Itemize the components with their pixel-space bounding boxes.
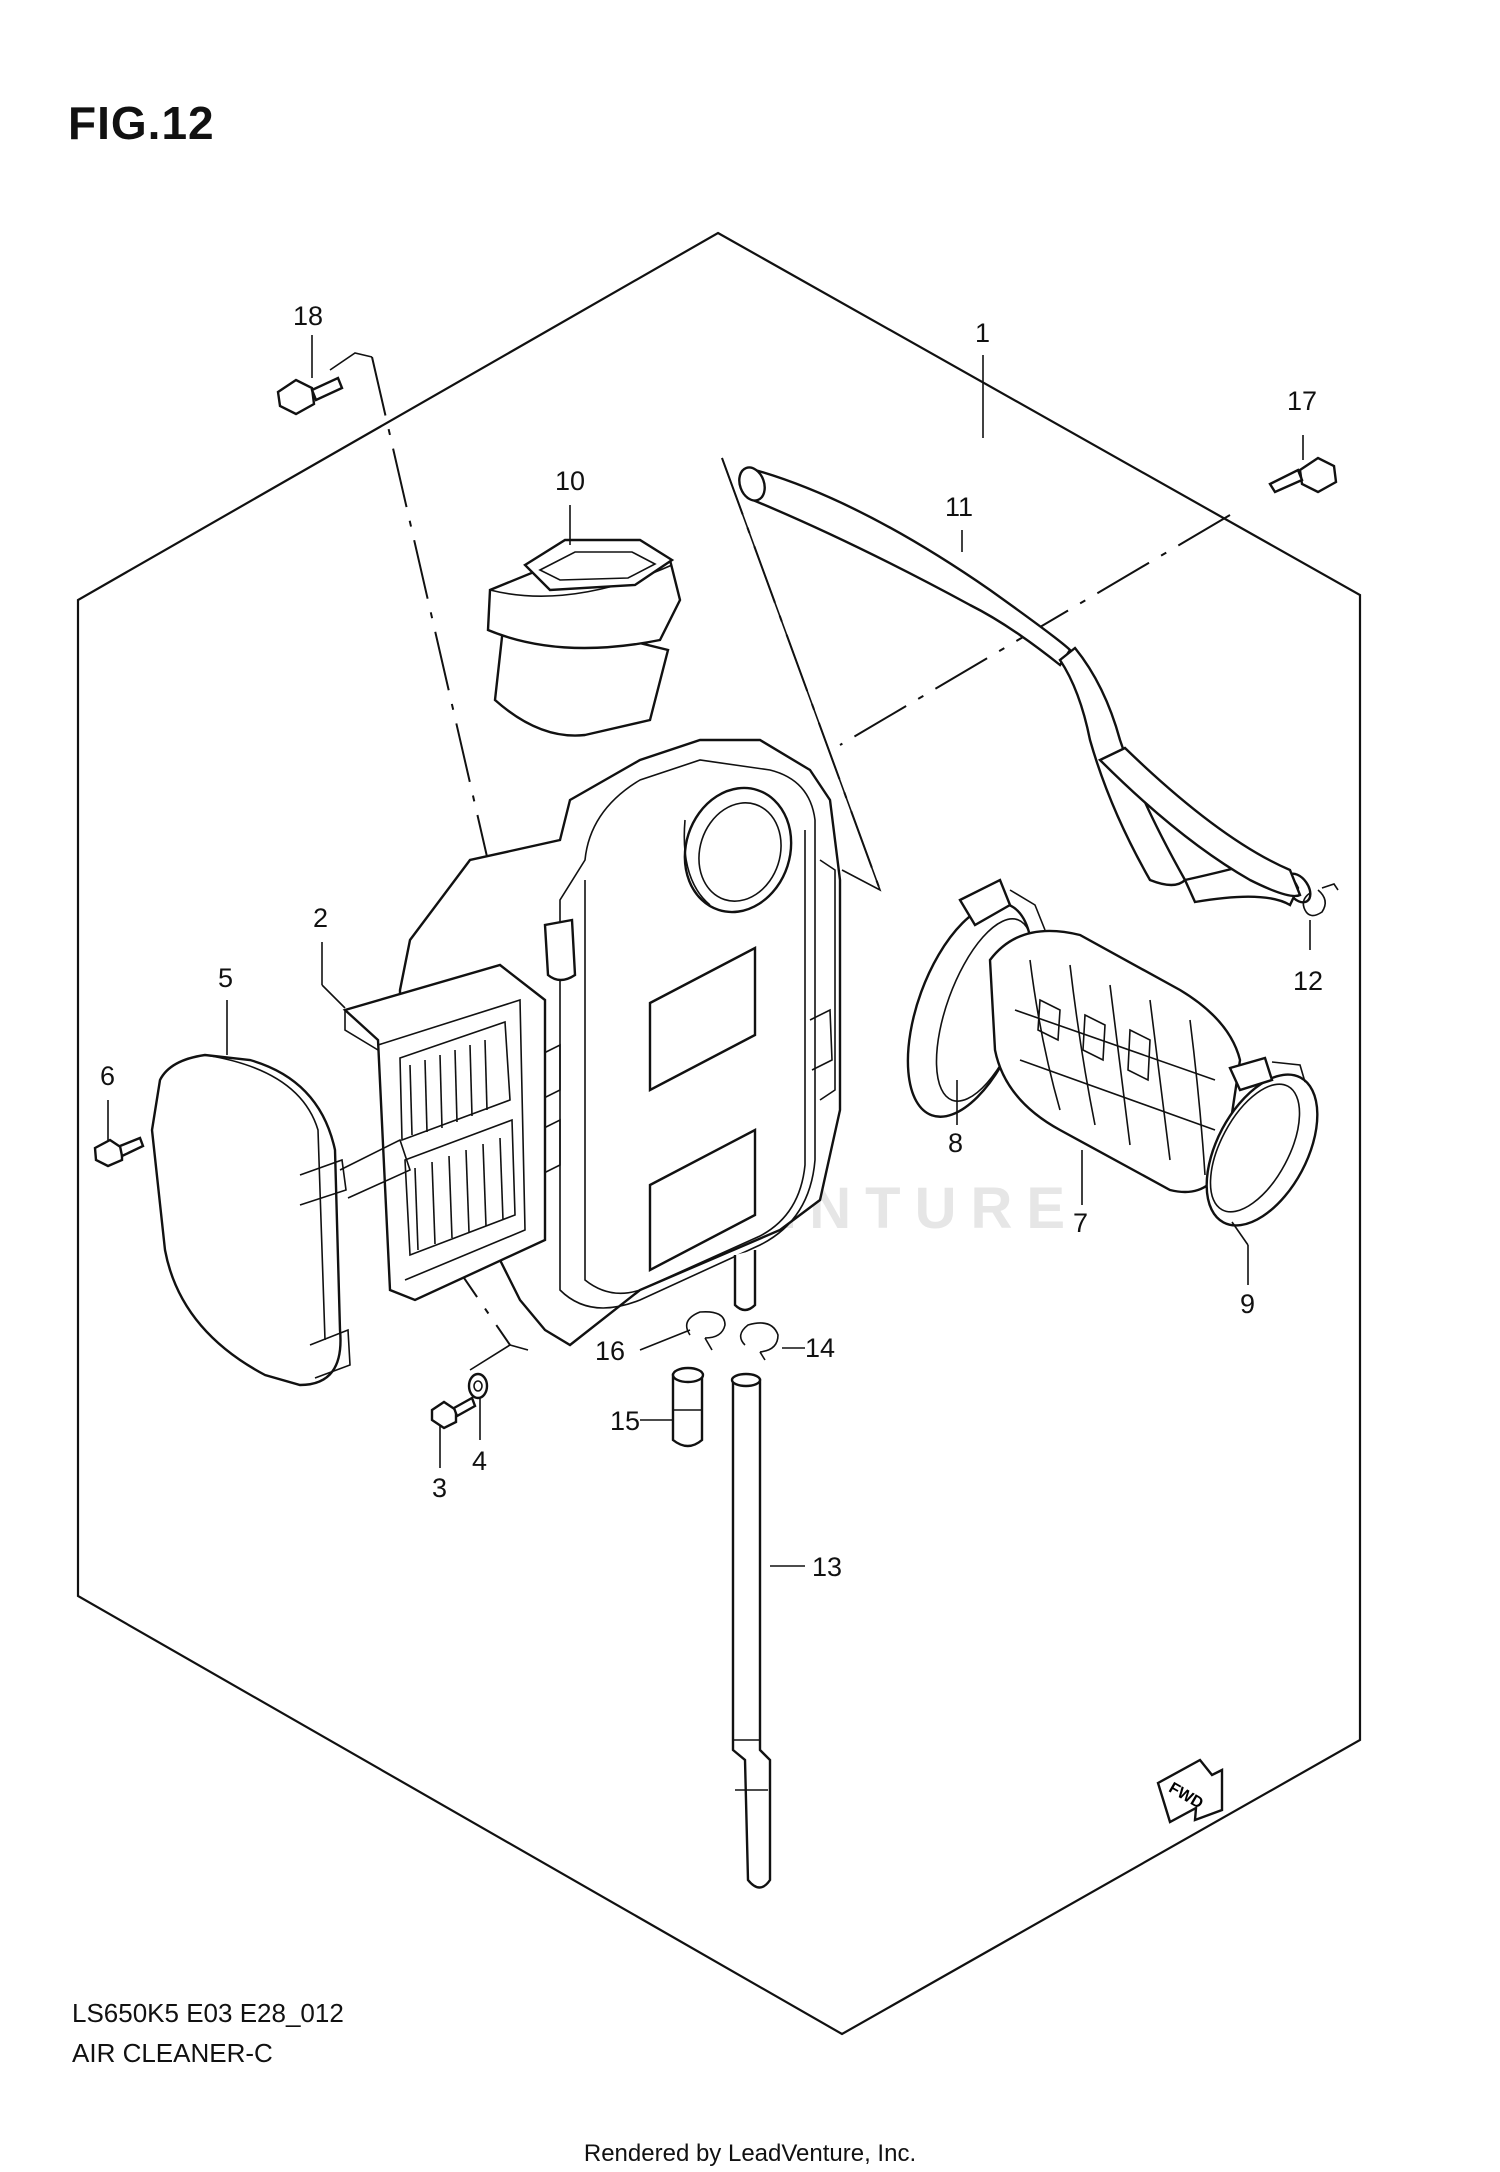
callout-12: 12 [1293, 966, 1323, 996]
part-10-intake-duct [486, 538, 682, 737]
callout-16: 16 [595, 1336, 625, 1366]
part-9-clamp [1205, 1056, 1319, 1227]
part-13-drain-tube [730, 1372, 772, 1889]
callout-13: 13 [812, 1552, 842, 1582]
callout-1: 1 [975, 318, 990, 348]
callout-9: 9 [1240, 1289, 1255, 1319]
callout-15: 15 [610, 1406, 640, 1436]
callout-5: 5 [218, 963, 233, 993]
assembly-boundary-hexagon [76, 231, 1362, 2036]
part-18-bolt [276, 376, 344, 416]
callout-4: 4 [472, 1446, 487, 1476]
part-2-filter-element [342, 963, 547, 1302]
part-17-bolt [1268, 456, 1338, 494]
part-12-hose-clamp [1302, 883, 1339, 917]
leader-lines [107, 335, 1311, 1567]
fwd-arrow-icon: FWD [1156, 1758, 1224, 1824]
bracket-3 [469, 1344, 529, 1371]
callout-2: 2 [313, 903, 328, 933]
callout-11: 11 [945, 492, 973, 522]
callout-17: 17 [1287, 386, 1317, 416]
callout-7: 7 [1073, 1208, 1088, 1238]
callout-3: 3 [432, 1473, 447, 1503]
part-5-air-cleaner-cover [150, 1053, 411, 1387]
part-7-intake-boot [988, 929, 1242, 1194]
part-3-screw [430, 1396, 477, 1430]
part-6-screw [93, 1136, 145, 1168]
render-credit: Rendered by LeadVenture, Inc. [583, 2140, 917, 2167]
callout-numbers: 18 1 17 10 11 2 5 6 12 8 7 9 16 14 15 4 … [100, 301, 1323, 1582]
section-name: AIR CLEANER-C [72, 2038, 273, 2068]
figure-title: FIG.12 [68, 97, 215, 149]
part-16-clip [685, 1310, 726, 1351]
part-15-drain-plug [671, 1366, 705, 1448]
bracket-18 [329, 352, 373, 371]
callout-6: 6 [100, 1061, 115, 1091]
part-4-washer [467, 1372, 489, 1400]
callout-10: 10 [555, 466, 585, 496]
alignment-line-11 [721, 457, 881, 891]
callout-18: 18 [293, 301, 323, 331]
part-11-breather-hose [738, 466, 1312, 907]
model-code: LS650K5 E03 E28_012 [72, 1998, 344, 2028]
part-14-clip [739, 1322, 779, 1361]
callout-8: 8 [948, 1128, 963, 1158]
callout-14: 14 [805, 1333, 835, 1363]
